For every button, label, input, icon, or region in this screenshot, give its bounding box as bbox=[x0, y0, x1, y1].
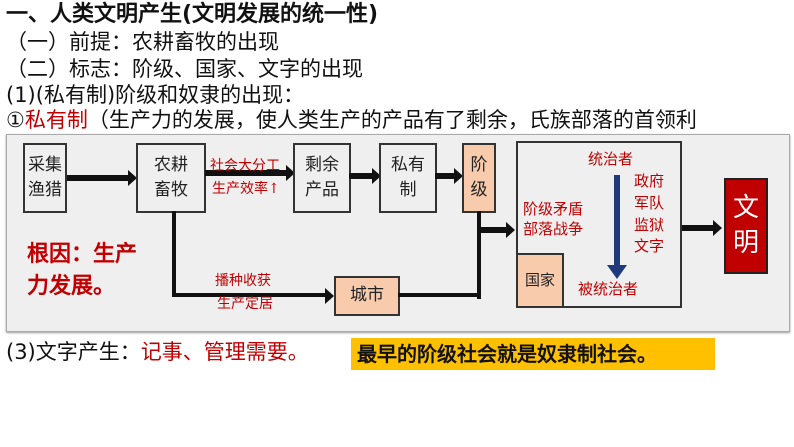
box-class: 阶 级 bbox=[462, 143, 496, 213]
private-ownership-term: 私有制 bbox=[24, 108, 88, 132]
heading-class: (1)(私有制)阶级和奴隶的出现： bbox=[6, 83, 305, 107]
heading-marks: （二）标志：阶级、国家、文字的出现 bbox=[6, 57, 363, 81]
box-surplus: 剩余 产品 bbox=[293, 143, 351, 213]
label-harvest: 播种收获 bbox=[215, 273, 271, 289]
writing-reason: 记事、管理需要。 bbox=[140, 340, 309, 364]
arrow bbox=[172, 288, 334, 304]
label-tools: 政府 军队 监狱 文字 bbox=[634, 172, 665, 256]
arrow bbox=[205, 165, 295, 181]
connector bbox=[477, 235, 481, 297]
class-conflict: 阶级矛盾 bbox=[523, 200, 584, 218]
connector bbox=[172, 211, 176, 297]
box-civilization: 文 明 bbox=[724, 178, 768, 274]
arrow-head bbox=[607, 265, 627, 279]
writing-label: (3)文字产生： bbox=[6, 340, 141, 364]
box-state-structure: 统治者 阶级矛盾部落战争 政府 军队 监狱 文字 被统治者 国家 bbox=[516, 141, 682, 308]
root-cause: 根因：生产 力发展。 bbox=[27, 242, 138, 299]
box-city: 城市 bbox=[334, 276, 400, 316]
box-agriculture: 农耕 畜牧 bbox=[136, 143, 206, 213]
label-settlement: 生产定居 bbox=[217, 296, 273, 312]
box-state: 国家 bbox=[516, 253, 564, 308]
arrow bbox=[435, 168, 463, 184]
heading-1: 一、人类文明产生(文明发展的统一性) bbox=[6, 2, 379, 27]
connector bbox=[398, 293, 481, 297]
label-conflict: 阶级矛盾部落战争 bbox=[523, 199, 583, 240]
arrow bbox=[682, 220, 722, 236]
highlight-conclusion: 最早的阶级社会就是奴隶制社会。 bbox=[351, 338, 715, 370]
flow-diagram: 采集 渔猎 农耕 畜牧 社会大分工 生产效率↑ 剩余 产品 私有 制 阶 级 播… bbox=[6, 134, 790, 332]
label-ruled: 被统治者 bbox=[578, 280, 639, 298]
label-efficiency: 生产效率↑ bbox=[212, 181, 280, 197]
down-arrow-icon bbox=[614, 175, 620, 267]
heading-premise: （一）前提：农耕畜牧的出现 bbox=[6, 30, 279, 54]
line-writing: (3)文字产生：记事、管理需要。 bbox=[6, 340, 309, 364]
num: ① bbox=[6, 108, 25, 132]
tribal-war: 部落战争 bbox=[523, 220, 584, 239]
line-private-ownership: ①私有制（生产力的发展，使人类生产的产品有了剩余，氏族部落的首领利 bbox=[6, 108, 697, 132]
arrow bbox=[477, 222, 515, 238]
box-gathering: 采集 渔猎 bbox=[23, 143, 67, 213]
box-private-property: 私有 制 bbox=[379, 143, 437, 213]
line-rest: （生产力的发展，使人类生产的产品有了剩余，氏族部落的首领利 bbox=[87, 108, 697, 132]
label-rulers: 统治者 bbox=[588, 150, 634, 168]
label-division-of-labor: 社会大分工 bbox=[210, 158, 280, 174]
arrow bbox=[67, 170, 137, 186]
arrow bbox=[349, 168, 381, 184]
